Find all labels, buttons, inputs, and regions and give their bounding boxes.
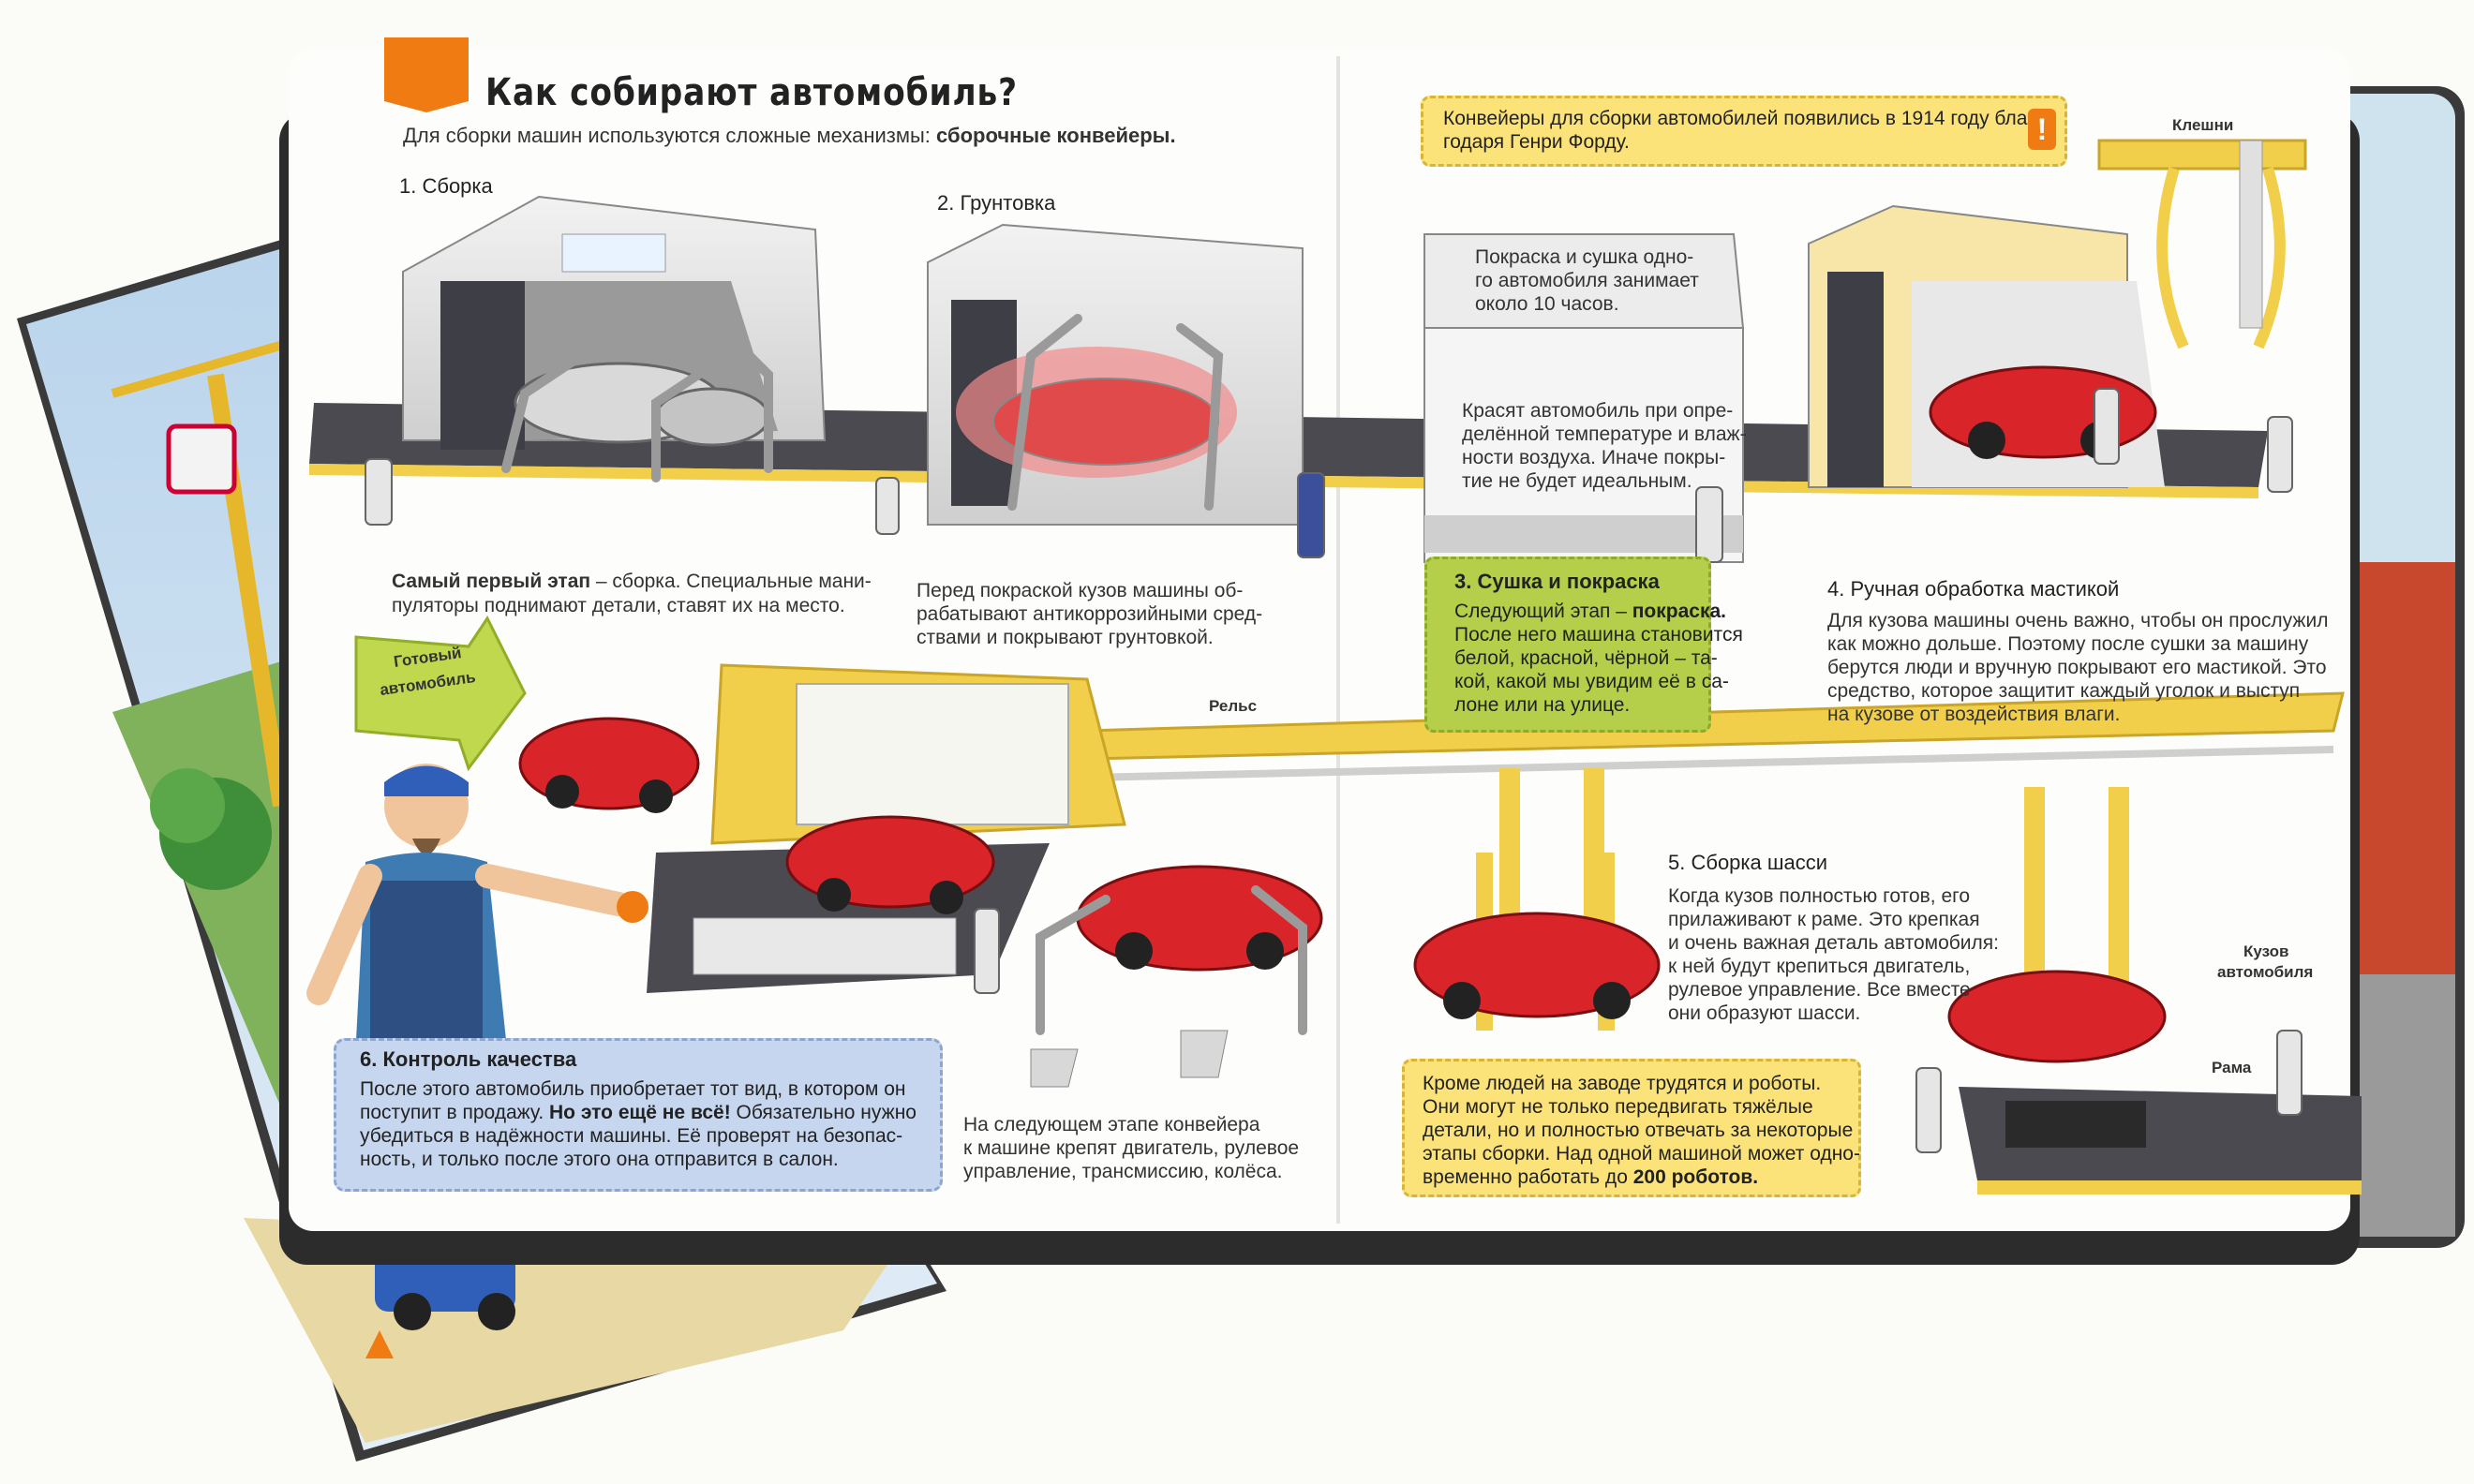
drying-note-top-line-2: го автомобиля занимает	[1475, 270, 1699, 291]
drying-box-illustration	[1423, 233, 1745, 563]
step-5-body-line-3: и очень важная деталь автомобиля:	[1668, 932, 2000, 954]
step-6-body-suffix: Обязательно нужно	[730, 1102, 917, 1123]
step-4-body-line-3: берутся люди и вручную покрывают его мас…	[1827, 657, 2327, 678]
worker-character-illustration	[306, 764, 648, 1040]
step-3-body-line-4: кой, какой мы увидим её в са-	[1454, 671, 1729, 692]
red-car-illustration-4	[1929, 365, 2157, 459]
traffic-cone-icon	[365, 1330, 394, 1358]
step-3-heading: 3. Сушка и покраска	[1454, 570, 1660, 593]
drying-note-mid-line-2: делённой температуре и влаж-	[1462, 423, 1747, 445]
robots-box-bold: 200 роботов.	[1632, 1166, 1759, 1188]
red-car-illustration-5	[1413, 912, 1661, 1019]
step-5-heading: 5. Сборка шасси	[1668, 851, 1828, 874]
fact-box-line-1: Конвейеры для сборки автомобилей появили…	[1443, 108, 2034, 129]
step-3-body-line-1: Следующий этап – покраска.	[1454, 600, 1726, 623]
frame-label: Рама	[2212, 1059, 2252, 1076]
drying-note-mid-line-3: ности воздуха. Иначе покры-	[1462, 447, 1726, 468]
red-car-illustration-1	[518, 717, 700, 813]
step-6-body-line-3: убедиться в надёжности машины. Её провер…	[360, 1125, 903, 1147]
step-6-body-line-4: ность, и только после этого она отправит…	[360, 1149, 839, 1170]
step-4-body-line-2: как можно дольше. Поэтому после сушки за…	[1827, 633, 2309, 655]
quality-control-station-illustration	[518, 663, 1126, 993]
step-2-body-line-2: рабатывают антикоррозийными сред-	[917, 603, 1263, 625]
rail-label: Рельс	[1209, 697, 1258, 715]
drying-note-top-line-1: Покраска и сушка одно-	[1475, 246, 1694, 268]
engine-body-line-3: управление, трансмиссию, колёса.	[963, 1161, 1283, 1182]
body-label-1: Кузов	[2243, 942, 2289, 960]
robot-arms-illustration	[501, 333, 773, 482]
step-6-body-line-1: После этого автомобиль приобретает тот в…	[360, 1078, 906, 1100]
step-3-body-line-2: После него машина становится	[1454, 624, 1743, 646]
exclamation-icon: !	[2028, 109, 2056, 150]
subtitle-bold: сборочные конвейеры.	[936, 124, 1176, 147]
title-bookmark-icon	[384, 37, 469, 112]
body-label-2: автомобиля	[2217, 963, 2314, 981]
step-1-body-line-1: Самый первый этап – сборка. Специальные …	[392, 570, 872, 593]
small-workers-illustration	[365, 388, 2303, 1153]
fact-box	[1421, 96, 2067, 167]
step-3-body-line-5: лоне или на улице.	[1454, 694, 1631, 716]
step-4-body-line-4: средство, которое защитит каждый уголок …	[1827, 680, 2301, 702]
step-1-body-line-2: пуляторы поднимают детали, ставят их на …	[392, 595, 845, 616]
step-5-body-line-2: прилаживают к раме. Это крепкая	[1668, 909, 1980, 930]
fact-box-line-2: годаря Генри Форду.	[1443, 131, 1630, 153]
red-car-illustration-2	[785, 815, 995, 914]
step-4-body-line-5: на кузове от воздействия влаги.	[1827, 704, 2121, 725]
step-5-body-line-5: рулевое управление. Все вместе	[1668, 979, 1971, 1001]
step-6-body-line-2: поступит в продажу. Но это ещё не всё! О…	[360, 1101, 917, 1124]
step-6-box	[334, 1038, 943, 1192]
engine-mounting-illustration	[1030, 865, 1323, 1088]
crane-illustration	[111, 333, 311, 808]
step-4-heading: 4. Ручная обработка мастикой	[1827, 577, 2120, 601]
ready-car-arrow	[354, 616, 527, 772]
step-4-body-line-1: Для кузова машины очень важно, чтобы он …	[1827, 610, 2329, 631]
step-6-body-text: поступит в продажу.	[360, 1102, 550, 1123]
priming-booth-illustration	[927, 223, 1304, 526]
step-6-heading: 6. Контроль качества	[360, 1047, 577, 1071]
engine-body-line-1: На следующем этапе конвейера	[963, 1114, 1260, 1135]
robots-box-line-3: детали, но и полностью отвечать за некот…	[1423, 1120, 1854, 1141]
step-5-body-line-4: к ней будут крепиться двигатель,	[1668, 956, 1971, 977]
robots-box-line-2: Они могут не только передвигать тяжёлые	[1423, 1096, 1813, 1118]
red-car-body-illustration	[1947, 970, 2167, 1063]
step-1-heading: 1. Сборка	[399, 174, 493, 198]
subtitle-text: Для сборки машин используются сложные ме…	[403, 124, 937, 147]
robots-box-line-4: этапы сборки. Над одной машиной может од…	[1423, 1143, 1860, 1165]
step-5-body-line-6: они образуют шасси.	[1668, 1002, 1861, 1024]
robots-box	[1402, 1059, 1861, 1197]
claws-label: Клешни	[2172, 116, 2234, 134]
engine-body-line-2: к машине крепят двигатель, рулевое	[963, 1137, 1300, 1159]
gray-car-body-illustration	[514, 362, 770, 447]
drying-note-mid-line-4: тие не будет идеальным.	[1462, 470, 1692, 492]
assembly-hall-illustration	[402, 195, 827, 482]
frame-illustration	[2005, 1101, 2146, 1148]
step-3-body-bold: покраска.	[1632, 601, 1726, 622]
robots-box-text: временно работать до	[1423, 1166, 1633, 1188]
step-2-heading: 2. Грунтовка	[937, 191, 1056, 215]
chassis-assembly-illustration	[1413, 853, 2362, 1195]
step-6-body-bold: Но это ещё не всё!	[549, 1102, 731, 1123]
step-2-body-line-3: ствами и покрывают грунтовкой.	[917, 627, 1214, 648]
step-2-body-line-1: Перед покраской кузов машины об-	[917, 580, 1244, 601]
page-title: Как собирают автомобиль?	[485, 71, 1018, 114]
step-3-box	[1424, 556, 1711, 733]
tree-illustration	[150, 768, 272, 890]
step-3-body-text: Следующий этап –	[1454, 601, 1632, 622]
step-1-body-bold: Самый первый этап	[392, 571, 591, 592]
drying-note-mid-line-1: Красят автомобиль при опре-	[1462, 400, 1734, 422]
page-subtitle: Для сборки машин используются сложные ме…	[403, 124, 1176, 148]
claws-gantry-illustration	[2097, 139, 2307, 349]
robots-box-line-1: Кроме людей на заводе трудятся и роботы.	[1423, 1073, 1822, 1094]
robots-box-line-5: временно работать до 200 роботов.	[1423, 1165, 1758, 1189]
step-5-body-line-1: Когда кузов полностью готов, его	[1668, 885, 1971, 907]
drying-note-top-line-3: около 10 часов.	[1475, 293, 1619, 315]
step-3-body-line-3: белой, красной, чёрной – та-	[1454, 647, 1718, 669]
step-1-body-text: – сборка. Специальные мани-	[590, 571, 872, 592]
